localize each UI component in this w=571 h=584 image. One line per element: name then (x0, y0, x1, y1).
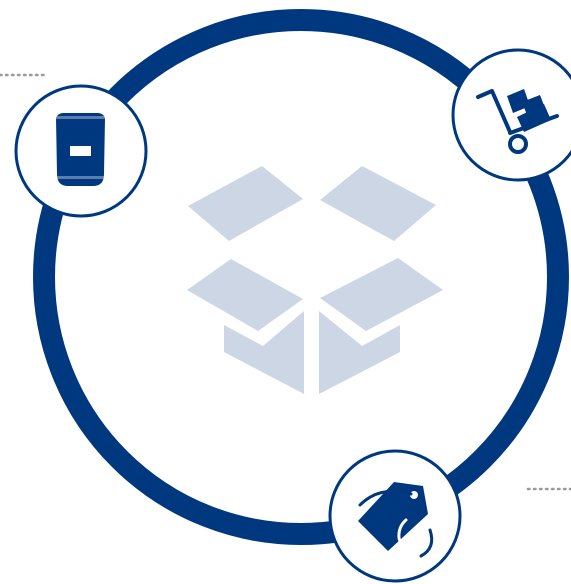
box-flap-right (320, 258, 443, 331)
cycle-ring (33, 9, 569, 545)
badge-left (14, 84, 148, 218)
hand-truck-icon (476, 89, 559, 154)
box-front-left (224, 311, 304, 394)
box-flap-top-right (320, 166, 436, 241)
open-box-icon (187, 166, 443, 394)
price-tag-icon (358, 482, 434, 558)
box-flap-left (187, 259, 303, 331)
sack-icon (56, 113, 106, 186)
badge-top-right (451, 48, 571, 182)
box-front-right (319, 311, 400, 394)
box-flap-top-left (188, 166, 303, 241)
badge-bottom (328, 449, 462, 583)
